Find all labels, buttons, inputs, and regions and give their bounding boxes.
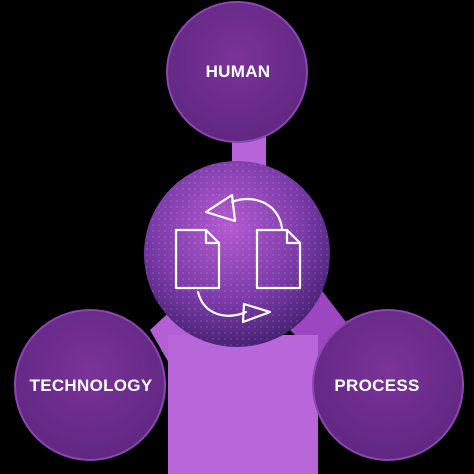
- document-sync-icon: [174, 193, 302, 324]
- right-document-icon: [255, 228, 302, 290]
- center-node: [144, 161, 330, 347]
- right-document-fold-icon: [285, 228, 302, 245]
- left-document-fold-icon: [204, 228, 221, 245]
- node-process-label: PROCESS: [334, 376, 420, 395]
- left-document-icon: [174, 228, 221, 290]
- connector-bottom: [168, 335, 318, 474]
- node-process: [312, 309, 464, 461]
- bottom-cycle-arrow-icon: [196, 290, 248, 317]
- node-human: [166, 1, 308, 143]
- top-cycle-arrow-icon: [230, 197, 284, 230]
- node-technology-label: TECHNOLOGY: [29, 376, 153, 395]
- node-technology: [14, 309, 166, 461]
- node-human-label: HUMAN: [205, 62, 271, 81]
- bottom-arrowhead-icon: [241, 302, 272, 324]
- top-arrowhead-icon: [204, 193, 237, 223]
